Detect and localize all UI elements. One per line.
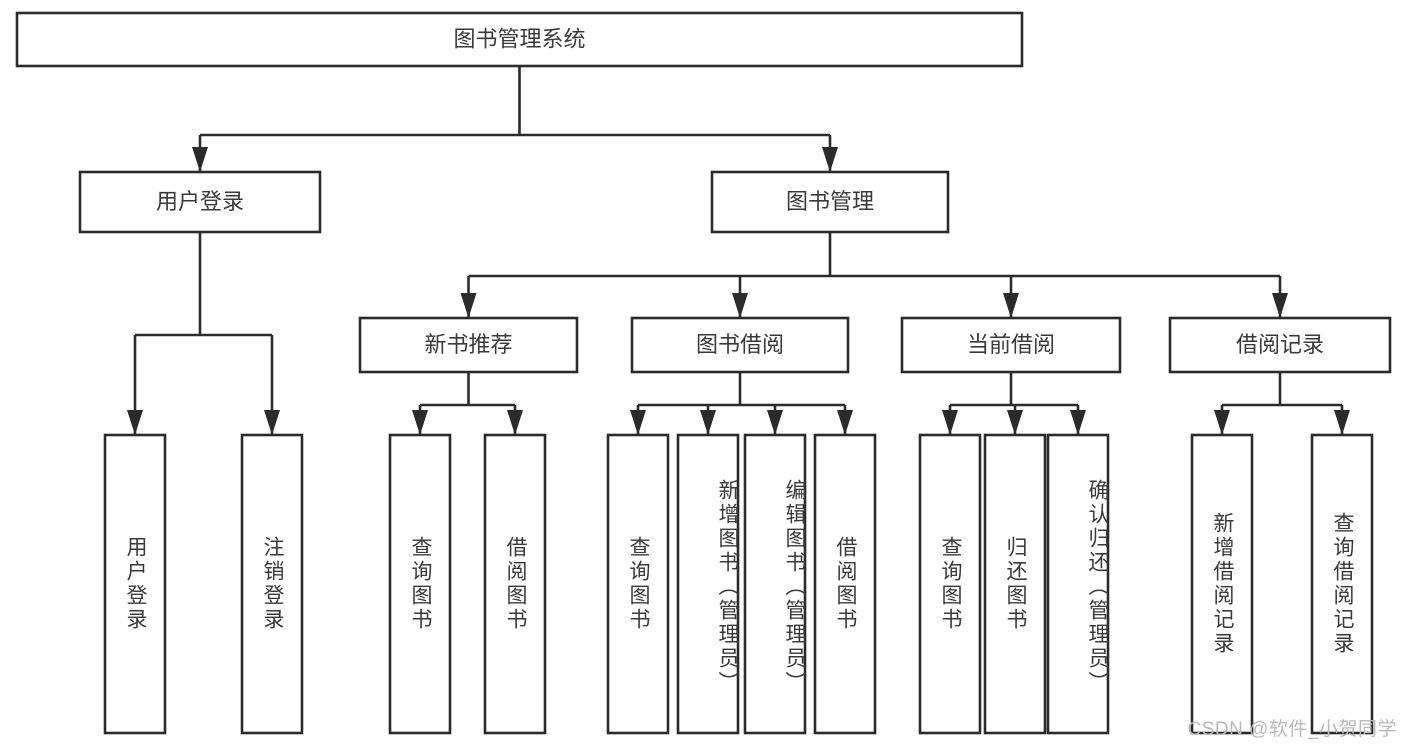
- node-book-manage-rect[interactable]: [710, 170, 950, 234]
- node-leaf-borrow-book-2-rect[interactable]: [813, 433, 877, 735]
- arrow-head-icon-leaf-add-book: [700, 410, 716, 435]
- node-leaf-edit-book-rect[interactable]: [743, 433, 807, 735]
- node-leaf-query-book-1[interactable]: [388, 433, 452, 735]
- node-borrow-records-label: 借阅记录: [1236, 332, 1324, 357]
- node-book-borrow-label: 图书借阅: [696, 332, 784, 357]
- arrow-head-icon-leaf-query-book-2: [630, 410, 646, 435]
- node-user-login-rect[interactable]: [78, 170, 322, 234]
- node-leaf-add-record[interactable]: [1190, 433, 1254, 735]
- arrow-head-icon-leaf-user-logout: [264, 410, 280, 435]
- node-leaf-add-record-rect[interactable]: [1190, 433, 1254, 735]
- arrow-head-icon-book-manage: [822, 147, 838, 172]
- node-leaf-return-book[interactable]: [983, 433, 1047, 735]
- node-book-borrow[interactable]: [630, 316, 850, 374]
- node-leaf-user-login[interactable]: [103, 433, 167, 735]
- node-leaf-confirm-return-rect[interactable]: [1046, 433, 1110, 735]
- node-leaf-query-book-3-rect[interactable]: [918, 433, 982, 735]
- node-user-login[interactable]: [78, 170, 322, 234]
- node-new-book-rec-rect[interactable]: [358, 316, 579, 374]
- arrow-head-icon-user-login: [192, 147, 208, 172]
- node-current-borrow[interactable]: [900, 316, 1122, 374]
- node-leaf-query-book-3[interactable]: [918, 433, 982, 735]
- arrow-head-icon-book-borrow: [732, 293, 748, 318]
- arrow-head-icon-leaf-return-book: [1007, 410, 1023, 435]
- arrow-head-icon-leaf-edit-book: [767, 410, 783, 435]
- arrow-head-icon-leaf-query-book-3: [942, 410, 958, 435]
- node-leaf-query-book-1-rect[interactable]: [388, 433, 452, 735]
- node-leaf-query-record-rect[interactable]: [1310, 433, 1374, 735]
- connector-lines: [127, 66, 1350, 435]
- node-new-book-rec[interactable]: [358, 316, 579, 374]
- node-leaf-user-logout-rect[interactable]: [240, 433, 304, 735]
- node-leaf-query-book-2[interactable]: [606, 433, 670, 735]
- node-book-manage-label: 图书管理: [786, 189, 874, 214]
- node-leaf-add-book[interactable]: [676, 433, 740, 735]
- arrow-head-icon-leaf-borrow-book-2: [837, 410, 853, 435]
- node-leaf-confirm-return[interactable]: [1046, 433, 1110, 735]
- arrow-head-icon-current-borrow: [1003, 293, 1019, 318]
- arrow-head-icon-leaf-borrow-book-1: [507, 410, 523, 435]
- arrow-head-icon-leaf-add-record: [1214, 410, 1230, 435]
- arrow-head-icon-leaf-query-record: [1334, 410, 1350, 435]
- node-leaf-user-login-rect[interactable]: [103, 433, 167, 735]
- arrow-head-icon-borrow-records: [1272, 293, 1288, 318]
- node-root-rect[interactable]: [15, 11, 1024, 68]
- node-leaf-borrow-book-1-rect[interactable]: [483, 433, 547, 735]
- node-borrow-records-rect[interactable]: [1168, 316, 1392, 374]
- node-current-borrow-rect[interactable]: [900, 316, 1122, 374]
- node-book-borrow-rect[interactable]: [630, 316, 850, 374]
- arrow-head-icon-new-book-rec: [460, 293, 477, 318]
- node-leaf-query-book-2-rect[interactable]: [606, 433, 670, 735]
- node-leaf-query-record[interactable]: [1310, 433, 1374, 735]
- node-leaf-borrow-book-2[interactable]: [813, 433, 877, 735]
- node-leaf-edit-book[interactable]: [743, 433, 807, 735]
- node-book-manage[interactable]: [710, 170, 950, 234]
- watermark-text: CSDN @软件_小贺同学: [1187, 719, 1397, 740]
- arrow-head-icon-leaf-query-book-1: [412, 410, 428, 435]
- node-leaf-return-book-rect[interactable]: [983, 433, 1047, 735]
- node-leaf-borrow-book-1[interactable]: [483, 433, 547, 735]
- node-current-borrow-label: 当前借阅: [967, 332, 1055, 357]
- node-root-label: 图书管理系统: [453, 26, 585, 51]
- node-leaf-user-logout[interactable]: [240, 433, 304, 735]
- node-root[interactable]: [15, 11, 1024, 68]
- node-new-book-rec-label: 新书推荐: [424, 332, 512, 357]
- arrow-head-icon-leaf-user-login: [127, 410, 143, 435]
- arrow-head-icon-leaf-confirm-return: [1070, 410, 1086, 435]
- node-user-login-label: 用户登录: [156, 189, 244, 214]
- node-borrow-records[interactable]: [1168, 316, 1392, 374]
- node-leaf-add-book-rect[interactable]: [676, 433, 740, 735]
